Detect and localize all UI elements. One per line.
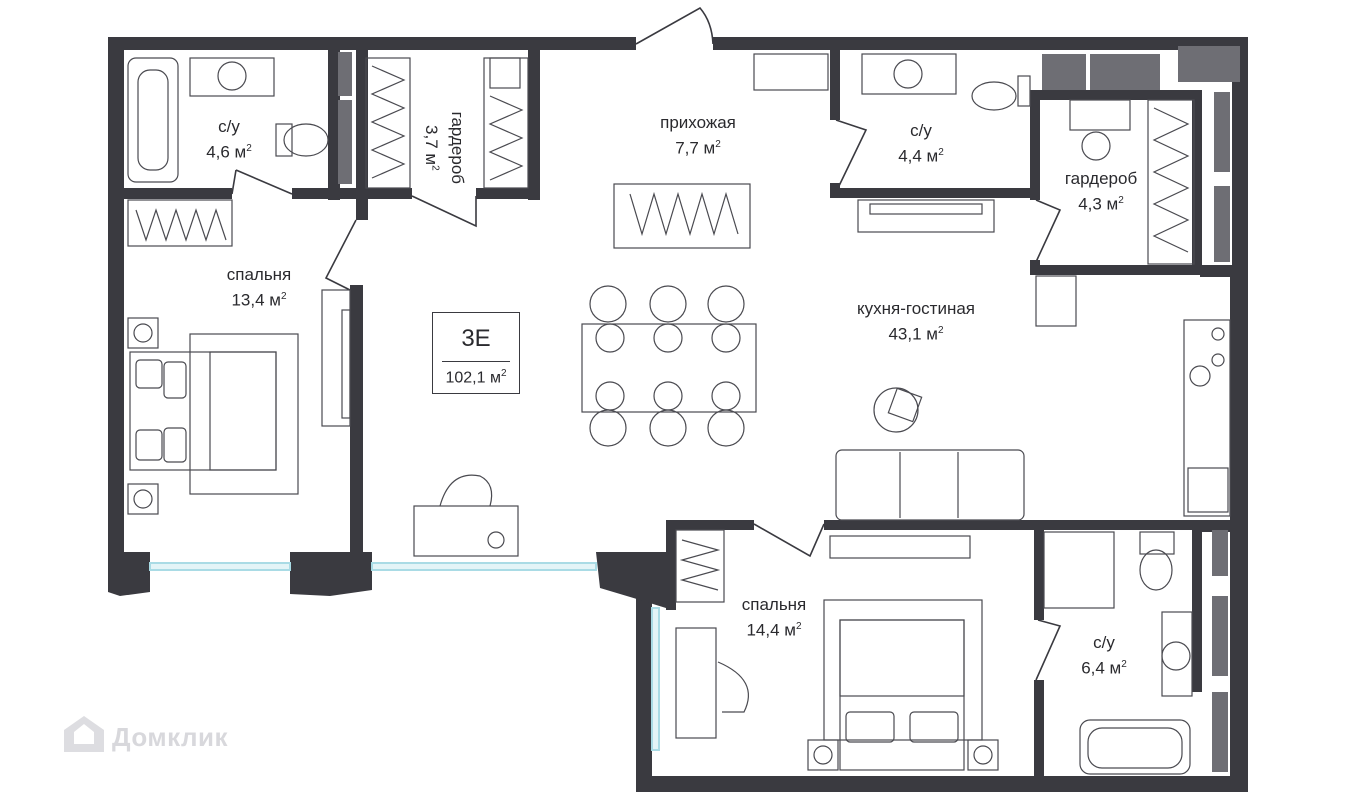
room-label-bath-se: с/у 6,4 м2	[1068, 632, 1140, 680]
room-name: с/у	[910, 121, 932, 140]
apartment-total-area: 102,1 м2	[445, 368, 507, 387]
room-area: 14,4 м2	[746, 620, 802, 640]
walls	[108, 37, 1248, 792]
room-name: с/у	[1093, 633, 1115, 652]
room-name: кухня-гостиная	[857, 299, 975, 318]
room-label-bath-nw: с/у 4,6 м2	[196, 116, 262, 164]
badge-divider	[442, 361, 510, 362]
watermark-logo	[64, 716, 104, 752]
room-area: 7,7 м2	[675, 138, 721, 158]
room-area: 43,1 м2	[888, 324, 944, 344]
room-area: 3,7 м2	[422, 125, 442, 171]
room-label-wardrobe-n: гардероб 3,7 м2	[420, 108, 468, 188]
room-label-kitchen-living: кухня-гостиная 43,1 м2	[836, 298, 996, 346]
room-label-bedroom-w: спальня 13,4 м2	[206, 264, 312, 312]
room-label-wardrobe-ne: гардероб 4,3 м2	[1046, 168, 1156, 216]
doors	[231, 6, 1062, 681]
furniture	[127, 53, 1231, 775]
room-label-bath-n: с/у 4,4 м2	[884, 120, 958, 168]
watermark-text: Домклик	[112, 722, 228, 752]
room-area: 4,4 м2	[898, 146, 944, 166]
room-name: гардероб	[1064, 169, 1138, 188]
apartment-badge: 3E 102,1 м2	[432, 312, 520, 394]
room-name: прихожая	[660, 113, 736, 132]
room-area: 4,6 м2	[206, 142, 252, 162]
apartment-code: 3E	[461, 325, 491, 352]
room-label-hall: прихожая 7,7 м2	[636, 112, 760, 160]
room-name: спальня	[741, 595, 807, 614]
room-label-bedroom-s: спальня 14,4 м2	[724, 594, 824, 642]
room-name: с/у	[218, 117, 240, 136]
room-area: 13,4 м2	[231, 290, 287, 310]
wall-inserts	[338, 46, 1240, 772]
room-area: 4,3 м2	[1078, 194, 1124, 214]
room-name: спальня	[226, 265, 292, 284]
room-name: гардероб	[447, 111, 467, 185]
room-area: 6,4 м2	[1081, 658, 1127, 678]
windows	[149, 562, 660, 751]
